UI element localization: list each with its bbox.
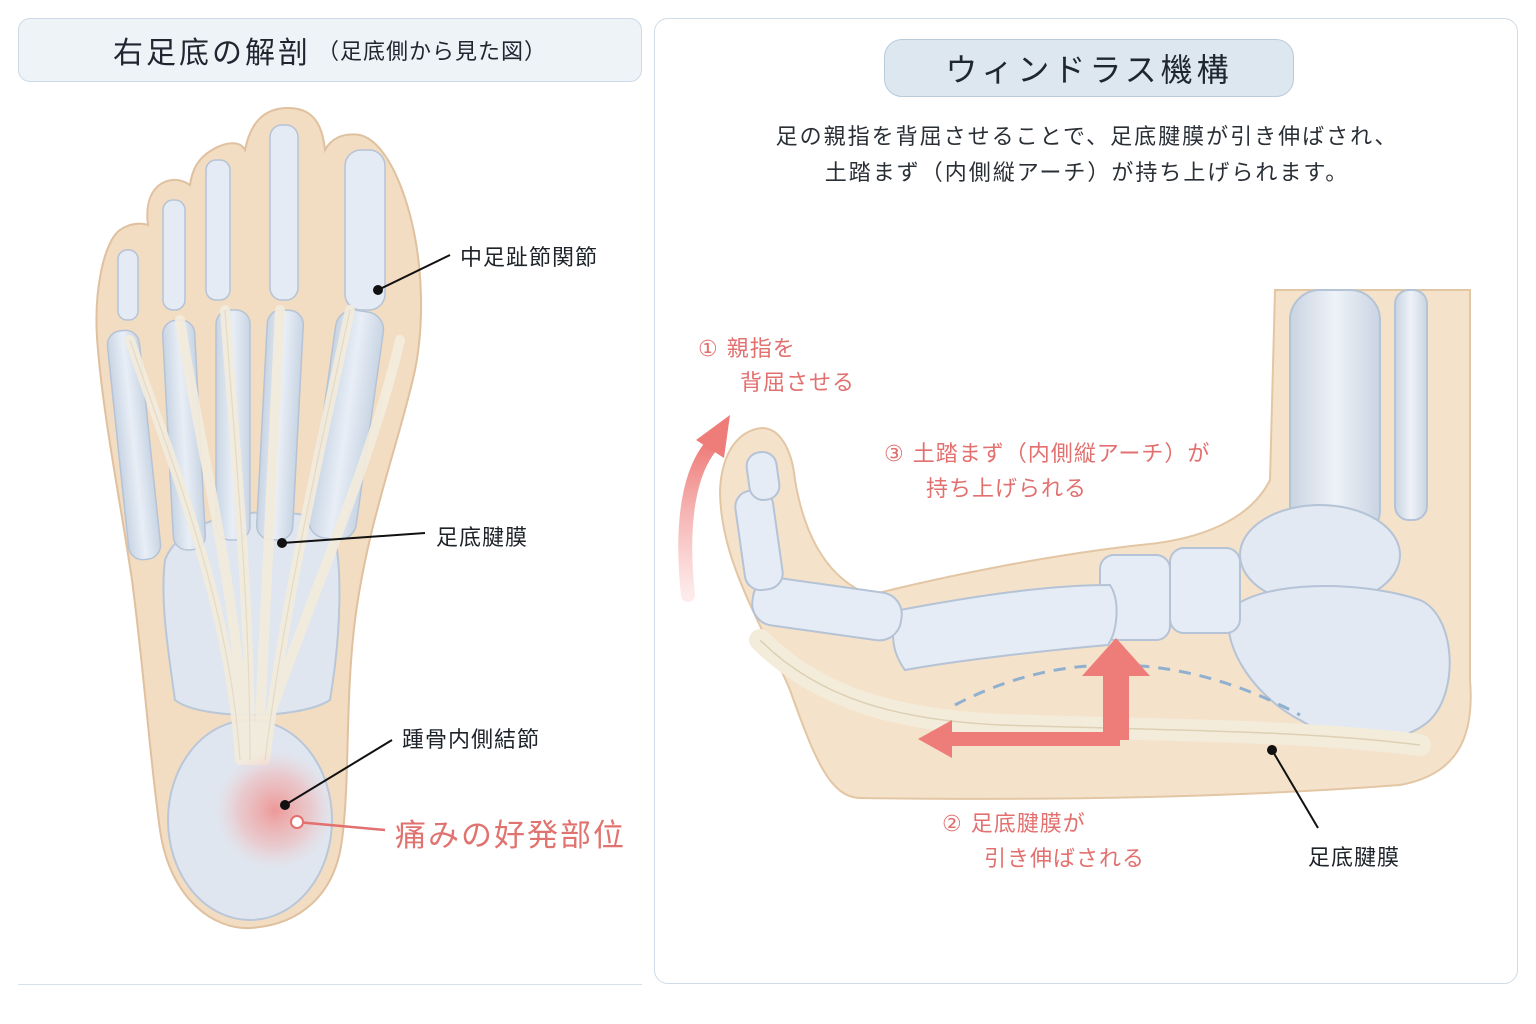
step1-line2: 背屈させる [740,371,856,396]
dot-pain [290,815,304,829]
description-line-1: 足の親指を背屈させることで、足底腱膜が引き伸ばされ、 [775,125,1399,150]
step2-line2: 引き伸ばされる [984,847,1146,872]
left-title-box: 右足底の解剖 （足底側から見た図） [18,18,642,82]
step3-line1: ③ 土踏まず（内側縦アーチ）が [884,442,1211,467]
left-title: 右足底の解剖 [112,36,311,71]
toe-phalanges [117,124,386,321]
label-plantar-fascia-left: 足底腱膜 [436,526,529,551]
label-mtp-joint: 中足趾節関節 [460,246,599,271]
step2-line1: ② 足底腱膜が [942,812,1086,837]
plantar-foot-illustration [95,106,451,930]
leader-calcaneal [284,739,393,806]
step1-line1: ① 親指を [698,337,796,362]
leader-mtp [377,254,451,291]
dot-mtp [373,285,383,295]
left-divider [18,984,642,985]
leader-fascia [281,532,426,544]
step3-line2: 持ち上げられる [926,477,1088,502]
label-pain-site: 痛みの好発部位 [395,818,626,854]
right-title: ウィンドラス機構 [884,39,1294,97]
dot-fascia [277,538,287,548]
dot-calcaneal [280,800,290,810]
label-plantar-fascia-right: 足底腱膜 [1308,846,1401,871]
label-calcaneal-tubercle: 踵骨内側結節 [402,728,541,753]
description-line-2: 土踏まず（内側縦アーチ）が持ち上げられます。 [824,161,1350,186]
leader-pain [296,820,386,832]
left-subtitle: （足底側から見た図） [316,40,547,65]
pain-area [215,750,335,870]
left-panel: 右足底の解剖 （足底側から見た図） [0,0,650,1000]
